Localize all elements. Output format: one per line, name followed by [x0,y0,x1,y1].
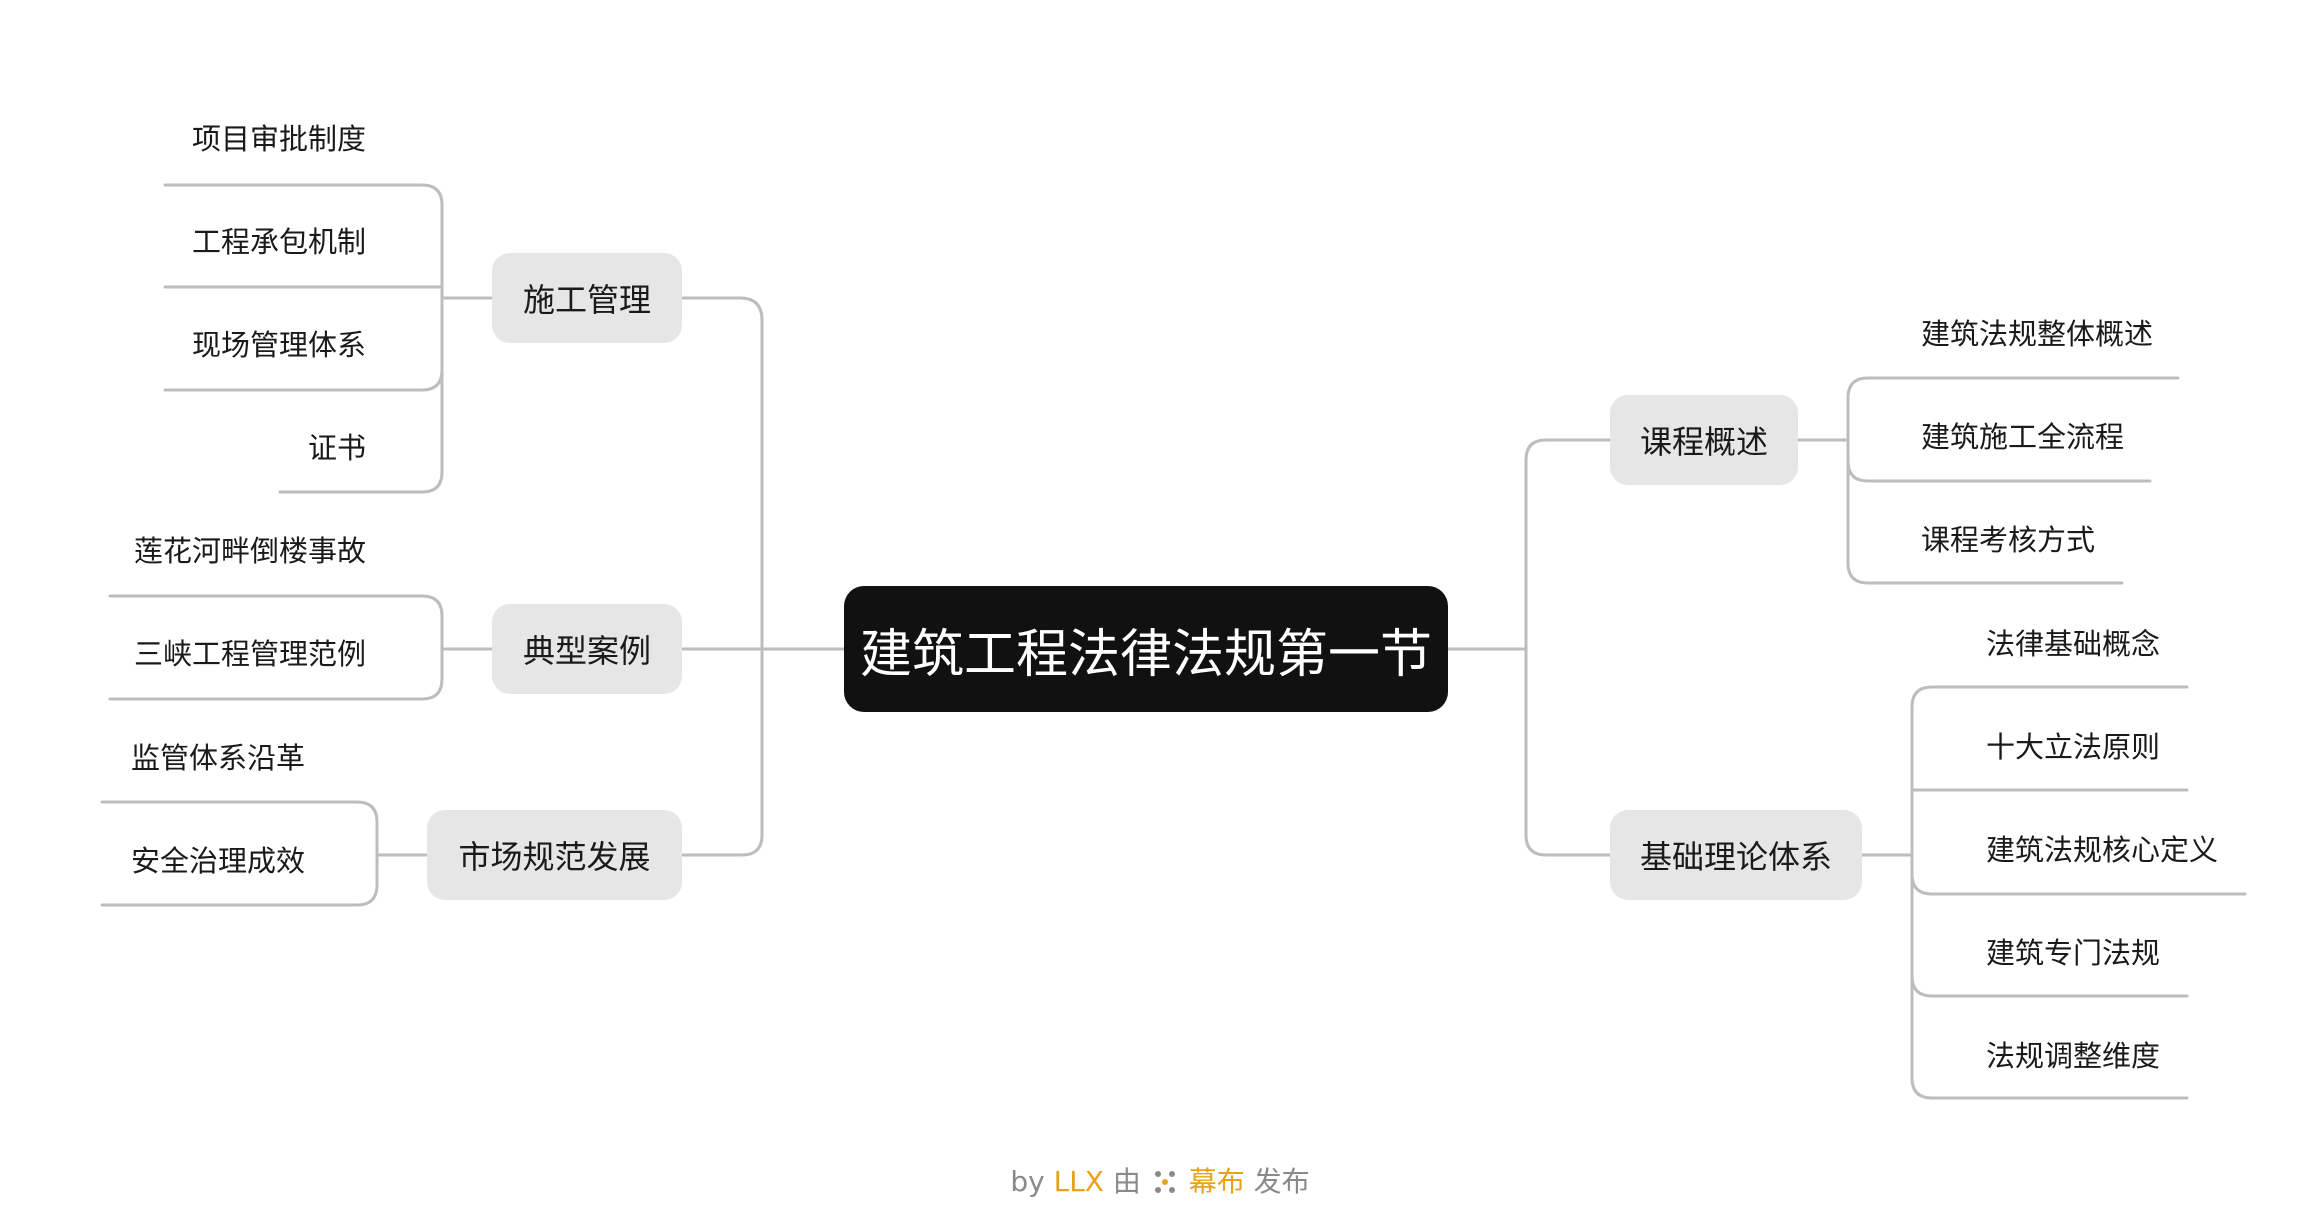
leaf-regulations-overview[interactable]: 建筑法规整体概述 [1921,317,2154,351]
link-left-top [680,296,764,322]
leaf-special-regulations[interactable]: 建筑专门法规 [1986,936,2161,970]
root-node[interactable]: 建筑工程法律法规第一节 [844,586,1448,712]
branch-construction-management[interactable]: 施工管理 [492,253,682,343]
leaf-legal-basics[interactable]: 法律基础概念 [1986,627,2161,661]
leaf-construction-process[interactable]: 建筑施工全流程 [1921,420,2125,454]
branch-market-regulation[interactable]: 市场规范发展 [427,810,682,900]
footer-author[interactable]: LLX [1053,1165,1104,1198]
link-left-spine [680,318,764,857]
leaf-safety-governance[interactable]: 安全治理成效 [131,844,306,878]
branch-basic-theory[interactable]: 基础理论体系 [1610,810,1862,900]
leaf-ten-principles[interactable]: 十大立法原则 [1986,730,2161,764]
footer-published: 发布 [1253,1165,1310,1198]
footer-brand[interactable]: 幕布 [1188,1165,1245,1198]
leaf-lianhua-collapse[interactable]: 莲花河畔倒楼事故 [133,534,366,568]
link-right-spine [1524,458,1612,857]
footer-via: 由 [1112,1165,1141,1198]
link-right-top [1524,438,1612,462]
leaf-project-approval[interactable]: 项目审批制度 [191,122,366,156]
footer-credit: by LLX 由 幕布 发布 [0,1160,2320,1202]
leaf-adjustment-dimensions[interactable]: 法规调整维度 [1986,1039,2161,1073]
leaf-core-definition[interactable]: 建筑法规核心定义 [1986,833,2219,867]
leaf-contracting-mechanism[interactable]: 工程承包机制 [191,225,366,259]
leaf-course-assessment[interactable]: 课程考核方式 [1921,523,2096,557]
leaf-site-management[interactable]: 现场管理体系 [191,328,366,362]
mubu-logo-icon [1154,1169,1176,1202]
branch-course-overview[interactable]: 课程概述 [1610,395,1798,485]
leaf-three-gorges[interactable]: 三峡工程管理范例 [133,637,366,671]
footer-by: by [1010,1165,1045,1198]
leaf-certificate[interactable]: 证书 [307,431,366,465]
leaf-supervision-history[interactable]: 监管体系沿革 [131,741,306,775]
branch-typical-cases[interactable]: 典型案例 [492,604,682,694]
